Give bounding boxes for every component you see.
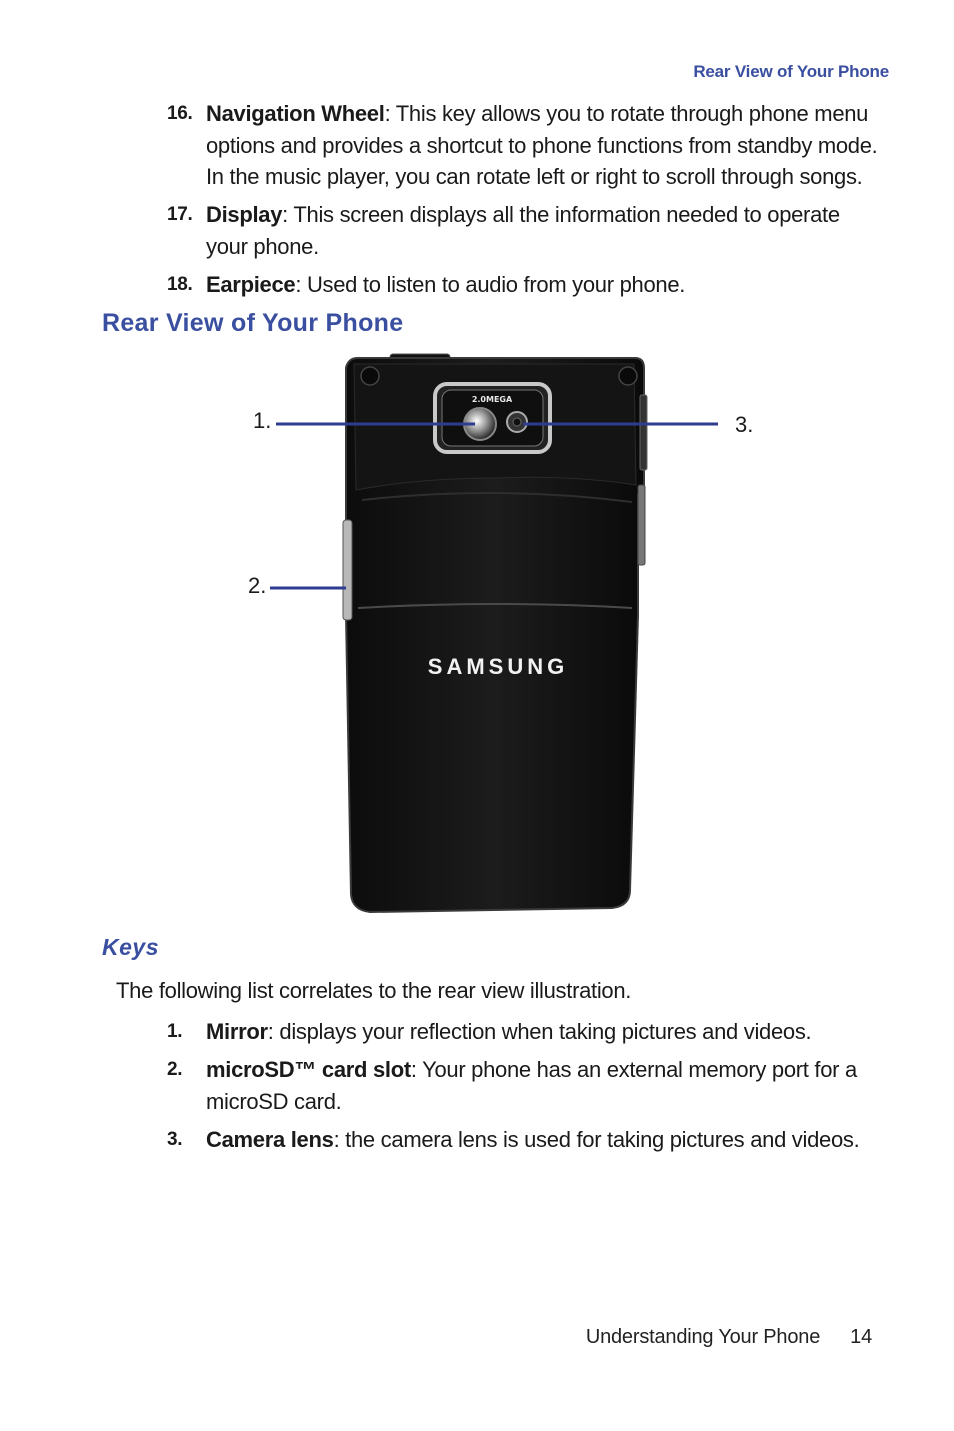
- phone-rear-illustration: 2.0MEGA SAMSUNG 1. 2. 3.: [240, 350, 770, 920]
- item-description: : Used to listen to audio from your phon…: [295, 272, 686, 297]
- item-number: 2.: [167, 1059, 183, 1080]
- list-item: 3. Camera lens: the camera lens is used …: [167, 1124, 887, 1156]
- phone-drawing: 2.0MEGA SAMSUNG: [270, 353, 718, 914]
- section-title: Rear View of Your Phone: [102, 309, 404, 337]
- list-item: 2. microSD™ card slot: Your phone has an…: [167, 1054, 887, 1117]
- running-head: Rear View of Your Phone: [693, 62, 889, 81]
- item-number: 16.: [167, 103, 193, 124]
- item-term: Camera lens: [206, 1127, 334, 1152]
- item-description: : This key allows you to rotate through …: [206, 101, 878, 189]
- item-description: : displays your reflection when taking p…: [267, 1019, 812, 1044]
- item-number: 17.: [167, 204, 193, 225]
- item-term: microSD™ card slot: [206, 1057, 411, 1082]
- item-number: 3.: [167, 1129, 183, 1150]
- item-term: Display: [206, 202, 283, 227]
- list-item: 1. Mirror: displays your reflection when…: [167, 1016, 887, 1048]
- item-term: Earpiece: [206, 272, 296, 297]
- brand-logo: SAMSUNG: [428, 654, 568, 679]
- callout-label-3: 3.: [735, 412, 754, 437]
- item-number: 1.: [167, 1021, 183, 1042]
- item-description: : This screen displays all the informati…: [206, 202, 840, 259]
- callout-label-2: 2.: [248, 573, 267, 598]
- footer-chapter: Understanding Your Phone: [585, 1326, 821, 1348]
- item-description: : the camera lens is used for taking pic…: [333, 1127, 860, 1152]
- list-item: 18. Earpiece: Used to listen to audio fr…: [167, 269, 887, 301]
- subsection-title: Keys: [102, 934, 159, 960]
- item-number: 18.: [167, 274, 193, 295]
- list-item: 17. Display: This screen displays all th…: [167, 199, 887, 262]
- intro-text: The following list correlates to the rea…: [116, 978, 632, 1003]
- page-footer: Understanding Your Phone 14: [586, 1326, 872, 1349]
- item-term: Navigation Wheel: [206, 101, 385, 126]
- list-item: 16. Navigation Wheel: This key allows yo…: [167, 98, 887, 193]
- item-description: : Your phone has an external memory port…: [206, 1057, 857, 1114]
- page-number: 14: [850, 1326, 872, 1348]
- item-term: Mirror: [206, 1019, 268, 1044]
- callout-label-1: 1.: [253, 408, 272, 433]
- camera-label: 2.0MEGA: [472, 395, 513, 404]
